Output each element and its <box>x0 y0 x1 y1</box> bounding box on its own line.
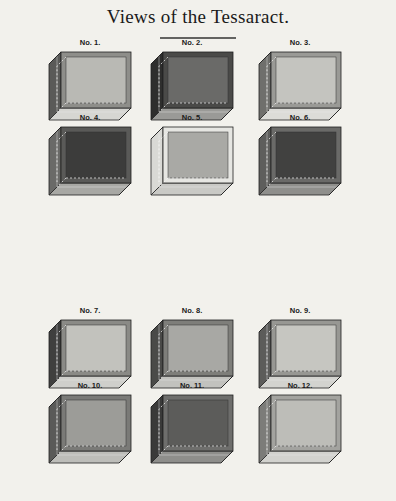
tessaract-cube <box>49 320 131 388</box>
tessaract-cube <box>259 395 341 463</box>
view-number: No. 4. <box>80 113 100 122</box>
tessaract-cube <box>151 395 233 463</box>
tessaract-cube <box>151 52 233 120</box>
tessaract-cube <box>49 52 131 120</box>
view-number: No. 8. <box>182 306 202 315</box>
view-number: No. 5. <box>182 113 202 122</box>
tessaract-cube <box>151 127 233 195</box>
view-number: No. 7. <box>80 306 100 315</box>
view-number: No. 12. <box>288 381 313 390</box>
tessaract-cube <box>151 320 233 388</box>
tessaract-cube <box>49 395 131 463</box>
view-number: No. 1. <box>80 38 100 47</box>
tessaract-cube <box>259 320 341 388</box>
view-number: No. 3. <box>290 38 310 47</box>
view-number: No. 11. <box>180 381 204 390</box>
view-number: No. 9. <box>290 306 310 315</box>
view-number: No. 2. <box>182 38 202 47</box>
page-title: Views of the Tessaract. <box>107 6 289 28</box>
tessaract-cube <box>259 52 341 120</box>
view-number: No. 10. <box>78 381 103 390</box>
view-number: No. 6. <box>290 113 310 122</box>
tessaract-cube <box>259 127 341 195</box>
tessaract-cube <box>49 127 131 195</box>
